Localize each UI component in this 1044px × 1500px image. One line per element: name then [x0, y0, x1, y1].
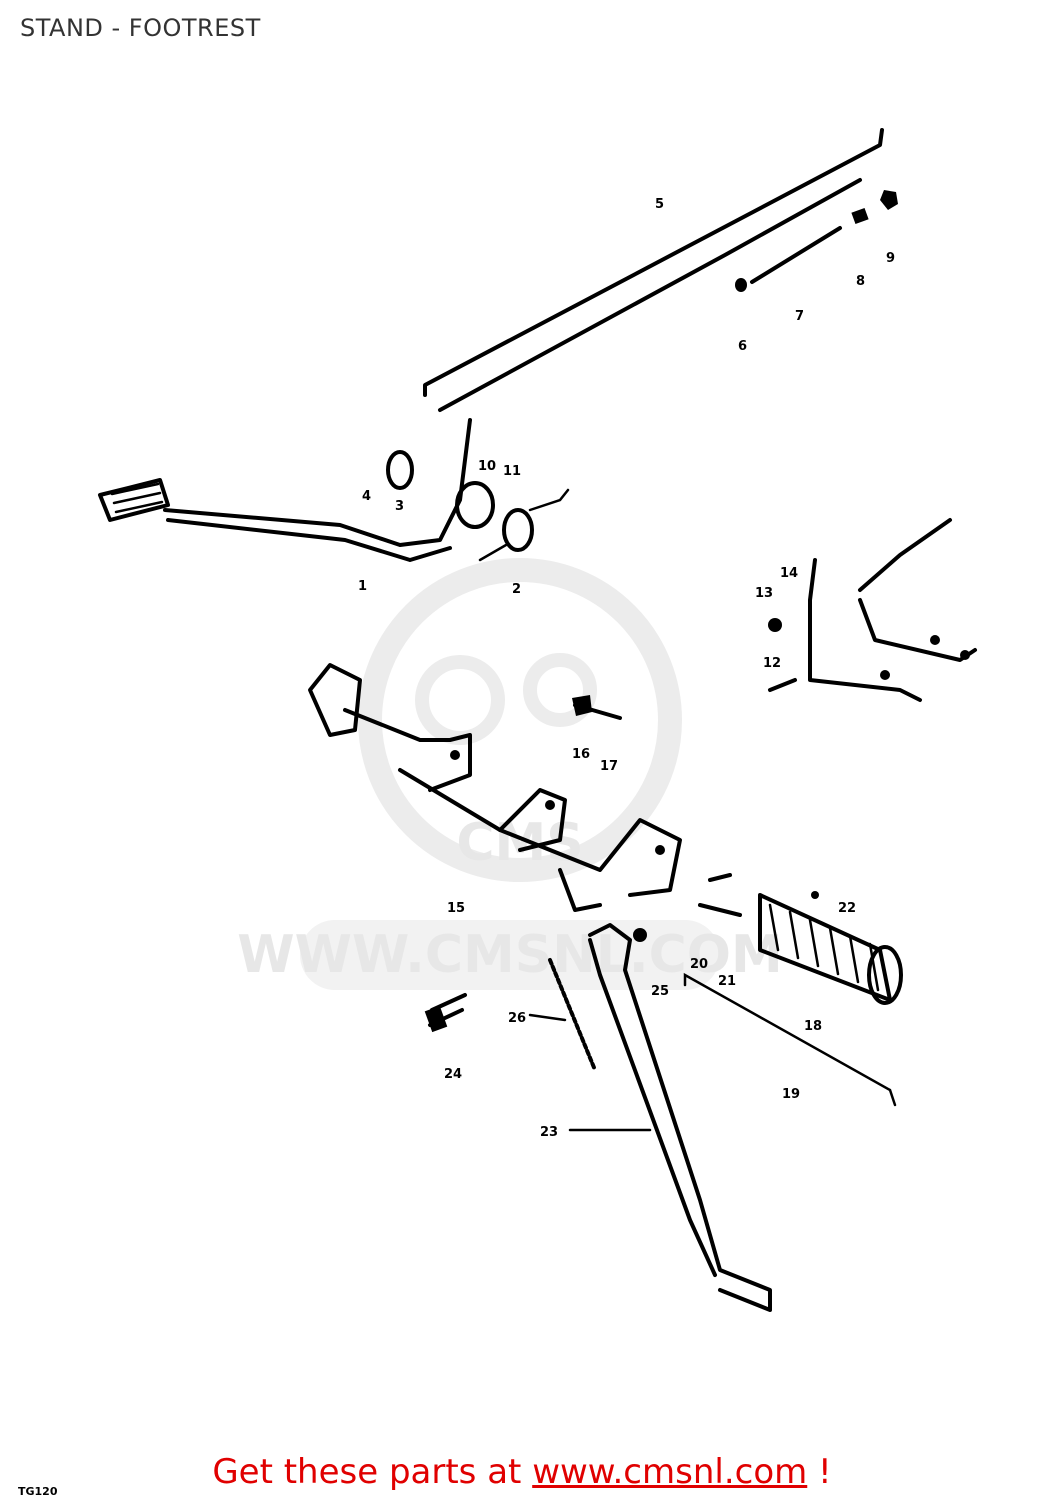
- callout-26: 26: [508, 1011, 526, 1026]
- footrest-rubber: [683, 893, 903, 1107]
- callout-21: 21: [718, 974, 736, 989]
- callout-20: 20: [690, 957, 708, 972]
- banner-suffix: !: [807, 1452, 832, 1492]
- diagram-code: TG120: [18, 1485, 58, 1498]
- small-hardware: [572, 618, 819, 942]
- callout-19: 19: [782, 1087, 800, 1102]
- brake-pedal: [98, 418, 495, 562]
- callout-15: 15: [447, 901, 465, 916]
- callout-9: 9: [886, 251, 895, 266]
- callout-1: 1: [358, 579, 367, 594]
- callout-7: 7: [795, 309, 804, 324]
- callout-16: 16: [572, 747, 590, 762]
- stand-bolt: [424, 993, 467, 1033]
- brake-rod: [423, 128, 898, 412]
- page-title: STAND - FOOTREST: [20, 14, 261, 42]
- frame-plate: [808, 518, 977, 702]
- callout-labels: 1 2 3 4 5 6 7 8 9 10 11 12 13 14 15 16 1…: [358, 197, 895, 1140]
- callout-17: 17: [600, 759, 618, 774]
- cmsnl-link[interactable]: www.cmsnl.com: [532, 1452, 808, 1492]
- return-spring: [478, 488, 570, 562]
- callout-25: 25: [651, 984, 669, 999]
- callout-4: 4: [362, 489, 371, 504]
- watermark-logo-text: CMS: [456, 813, 583, 873]
- callout-10: 10: [478, 459, 496, 474]
- callout-3: 3: [395, 499, 404, 514]
- callout-2: 2: [512, 582, 521, 597]
- callout-11: 11: [503, 464, 521, 479]
- callout-24: 24: [444, 1067, 462, 1082]
- callout-8: 8: [856, 274, 865, 289]
- callout-14: 14: [780, 566, 798, 581]
- callout-5: 5: [655, 197, 664, 212]
- footrest-bracket: [308, 663, 682, 912]
- watermark-logo: CMS WWW.CMSNL.COM: [237, 558, 783, 990]
- callout-12: 12: [763, 656, 781, 671]
- stand-spring: [528, 958, 597, 1072]
- callout-23: 23: [540, 1125, 558, 1140]
- banner-prefix: Get these parts at: [212, 1452, 533, 1492]
- callout-22: 22: [838, 901, 856, 916]
- promo-banner: Get these parts at www.cmsnl.com !: [0, 1452, 1044, 1492]
- callout-13: 13: [755, 586, 773, 601]
- side-stand: [568, 923, 772, 1312]
- callout-18: 18: [804, 1019, 822, 1034]
- callout-6: 6: [738, 339, 747, 354]
- watermark-site-text: WWW.CMSNL.COM: [237, 925, 782, 985]
